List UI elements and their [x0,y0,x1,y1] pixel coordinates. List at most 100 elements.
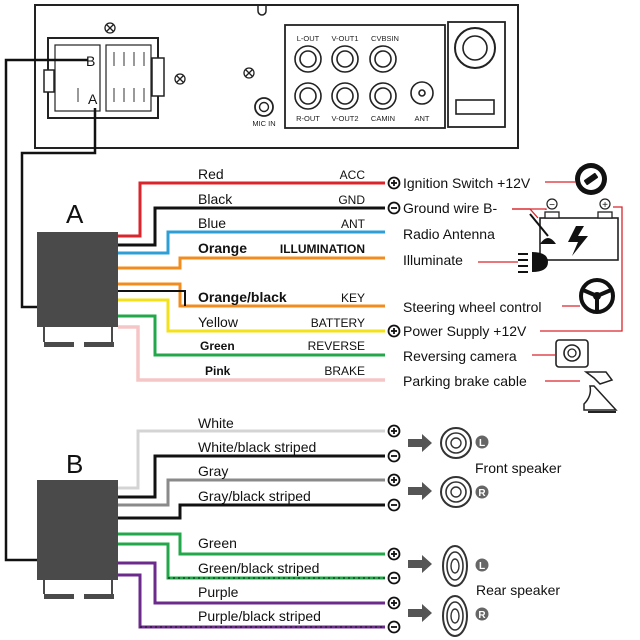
front-speaker-label: Front speaker [475,460,562,476]
connector-a-label: A [66,199,84,229]
radio-antenna-icon [529,213,556,244]
badge-label: R [478,610,486,621]
destination-label: Illuminate [403,252,463,268]
wire-label: Gray/black striped [198,488,311,504]
destination-label: Power Supply +12V [403,323,527,339]
connector-b: B [37,449,118,599]
wire-yellow [118,298,385,333]
wire-purple [118,561,385,605]
wire-gray-black [118,503,385,520]
arrow-icon [408,434,432,622]
wire-orange-black [118,282,385,308]
speaker-terminals [387,424,401,634]
connector-b-labels: White White/black striped Gray Gray/blac… [198,415,321,624]
wire-label: Black [198,191,233,207]
ignition-switch-icon [575,163,607,195]
wire-function: BATTERY [311,316,365,330]
port-label-ant: ANT [415,114,430,123]
rear-speaker-right-icon [442,595,468,637]
badge-left-icon: L [475,558,489,572]
iso-socket: B A [43,37,165,119]
illumination-icon [518,252,548,273]
antenna-socket [447,21,506,128]
battery-neg-label: − [549,200,555,211]
screw-icon [174,73,186,85]
connector-a-labels: Red ACC Black GND Blue ANT Orange ILLUMI… [198,166,366,378]
head-unit: B A MIC IN L-OUT V [34,4,519,149]
wire-white [118,429,385,490]
wire-red [118,181,385,238]
socket-a-label: A [88,91,98,107]
destination-label: Radio Antenna [403,226,495,242]
front-speaker-right-icon [440,476,472,508]
wire-orange-black-stripe [118,290,186,306]
connector-a-wires [118,181,385,382]
wire-label: Purple/black striped [198,608,321,624]
wire-label: Gray [198,463,228,479]
steering-wheel-icon [579,278,615,314]
connector-b-label: B [66,449,83,479]
wire-function: ILLUMINATION [280,242,365,256]
wire-function: REVERSE [308,339,365,353]
screw-icon [243,67,255,79]
wire-label: Orange/black [198,289,287,305]
wire-label: Orange [198,240,247,256]
wire-function: KEY [341,291,365,305]
harness-lead [4,58,97,562]
wire-function: ACC [340,168,366,182]
wire-label: Green [200,339,235,353]
wire-label: White [198,415,234,431]
wire-function: GND [338,193,365,207]
port-label-rout: R-OUT [296,114,320,123]
port-label-lout: L-OUT [297,34,320,43]
wire-blue [118,230,385,255]
wire-label: Pink [205,364,231,378]
rear-speaker-left-icon [442,545,468,587]
socket-b-label: B [86,53,95,69]
wire-function: BRAKE [324,364,365,378]
terminal-plus-icon [387,176,401,190]
terminal-plus-icon [387,324,401,338]
badge-left-icon: L [475,435,489,449]
destination-label: Steering wheel control [403,299,542,315]
av-ports [294,45,434,110]
badge-label: L [479,561,485,572]
badge-label: L [479,438,485,449]
destinations-a: Ignition Switch +12V Ground wire B- Radi… [403,175,542,389]
mic-jack: MIC IN [252,97,276,128]
destination-label: Ignition Switch +12V [403,175,531,191]
wire-label: White/black striped [198,439,316,455]
destination-label: Ground wire B- [403,200,497,216]
connector-a: A [37,199,118,347]
wire-orange [118,256,385,270]
rear-speaker-label: Rear speaker [476,582,560,598]
wire-label: Purple [198,584,239,600]
mic-label: MIC IN [252,119,275,128]
wire-black [118,206,385,247]
destination-leaders [478,181,623,382]
wire-function: ANT [341,217,366,231]
port-label-camin: CAMIN [371,114,395,123]
wire-purple-black [118,573,385,629]
port-label-cvbsin: CVBSIN [371,34,399,43]
battery-pos-label: + [602,200,608,211]
wire-gray [118,478,385,507]
badge-label: R [478,488,486,499]
wire-green-black [118,542,385,580]
wire-label: Blue [198,215,226,231]
port-label-vout2: V-OUT2 [331,114,358,123]
badge-right-icon: R [475,485,489,499]
connector-b-wires [118,429,385,629]
wire-green-a [118,314,385,357]
reversing-camera-icon [555,339,589,368]
terminal-minus-icon [387,201,401,215]
destination-label: Reversing camera [403,348,517,364]
wire-white-black [118,454,385,499]
front-speaker-left-icon [440,427,472,459]
wire-label: Red [198,166,224,182]
port-label-vout1: V-OUT1 [331,34,358,43]
wire-green-b [118,532,385,556]
wire-pink [118,325,385,382]
screw-icon [104,22,116,34]
